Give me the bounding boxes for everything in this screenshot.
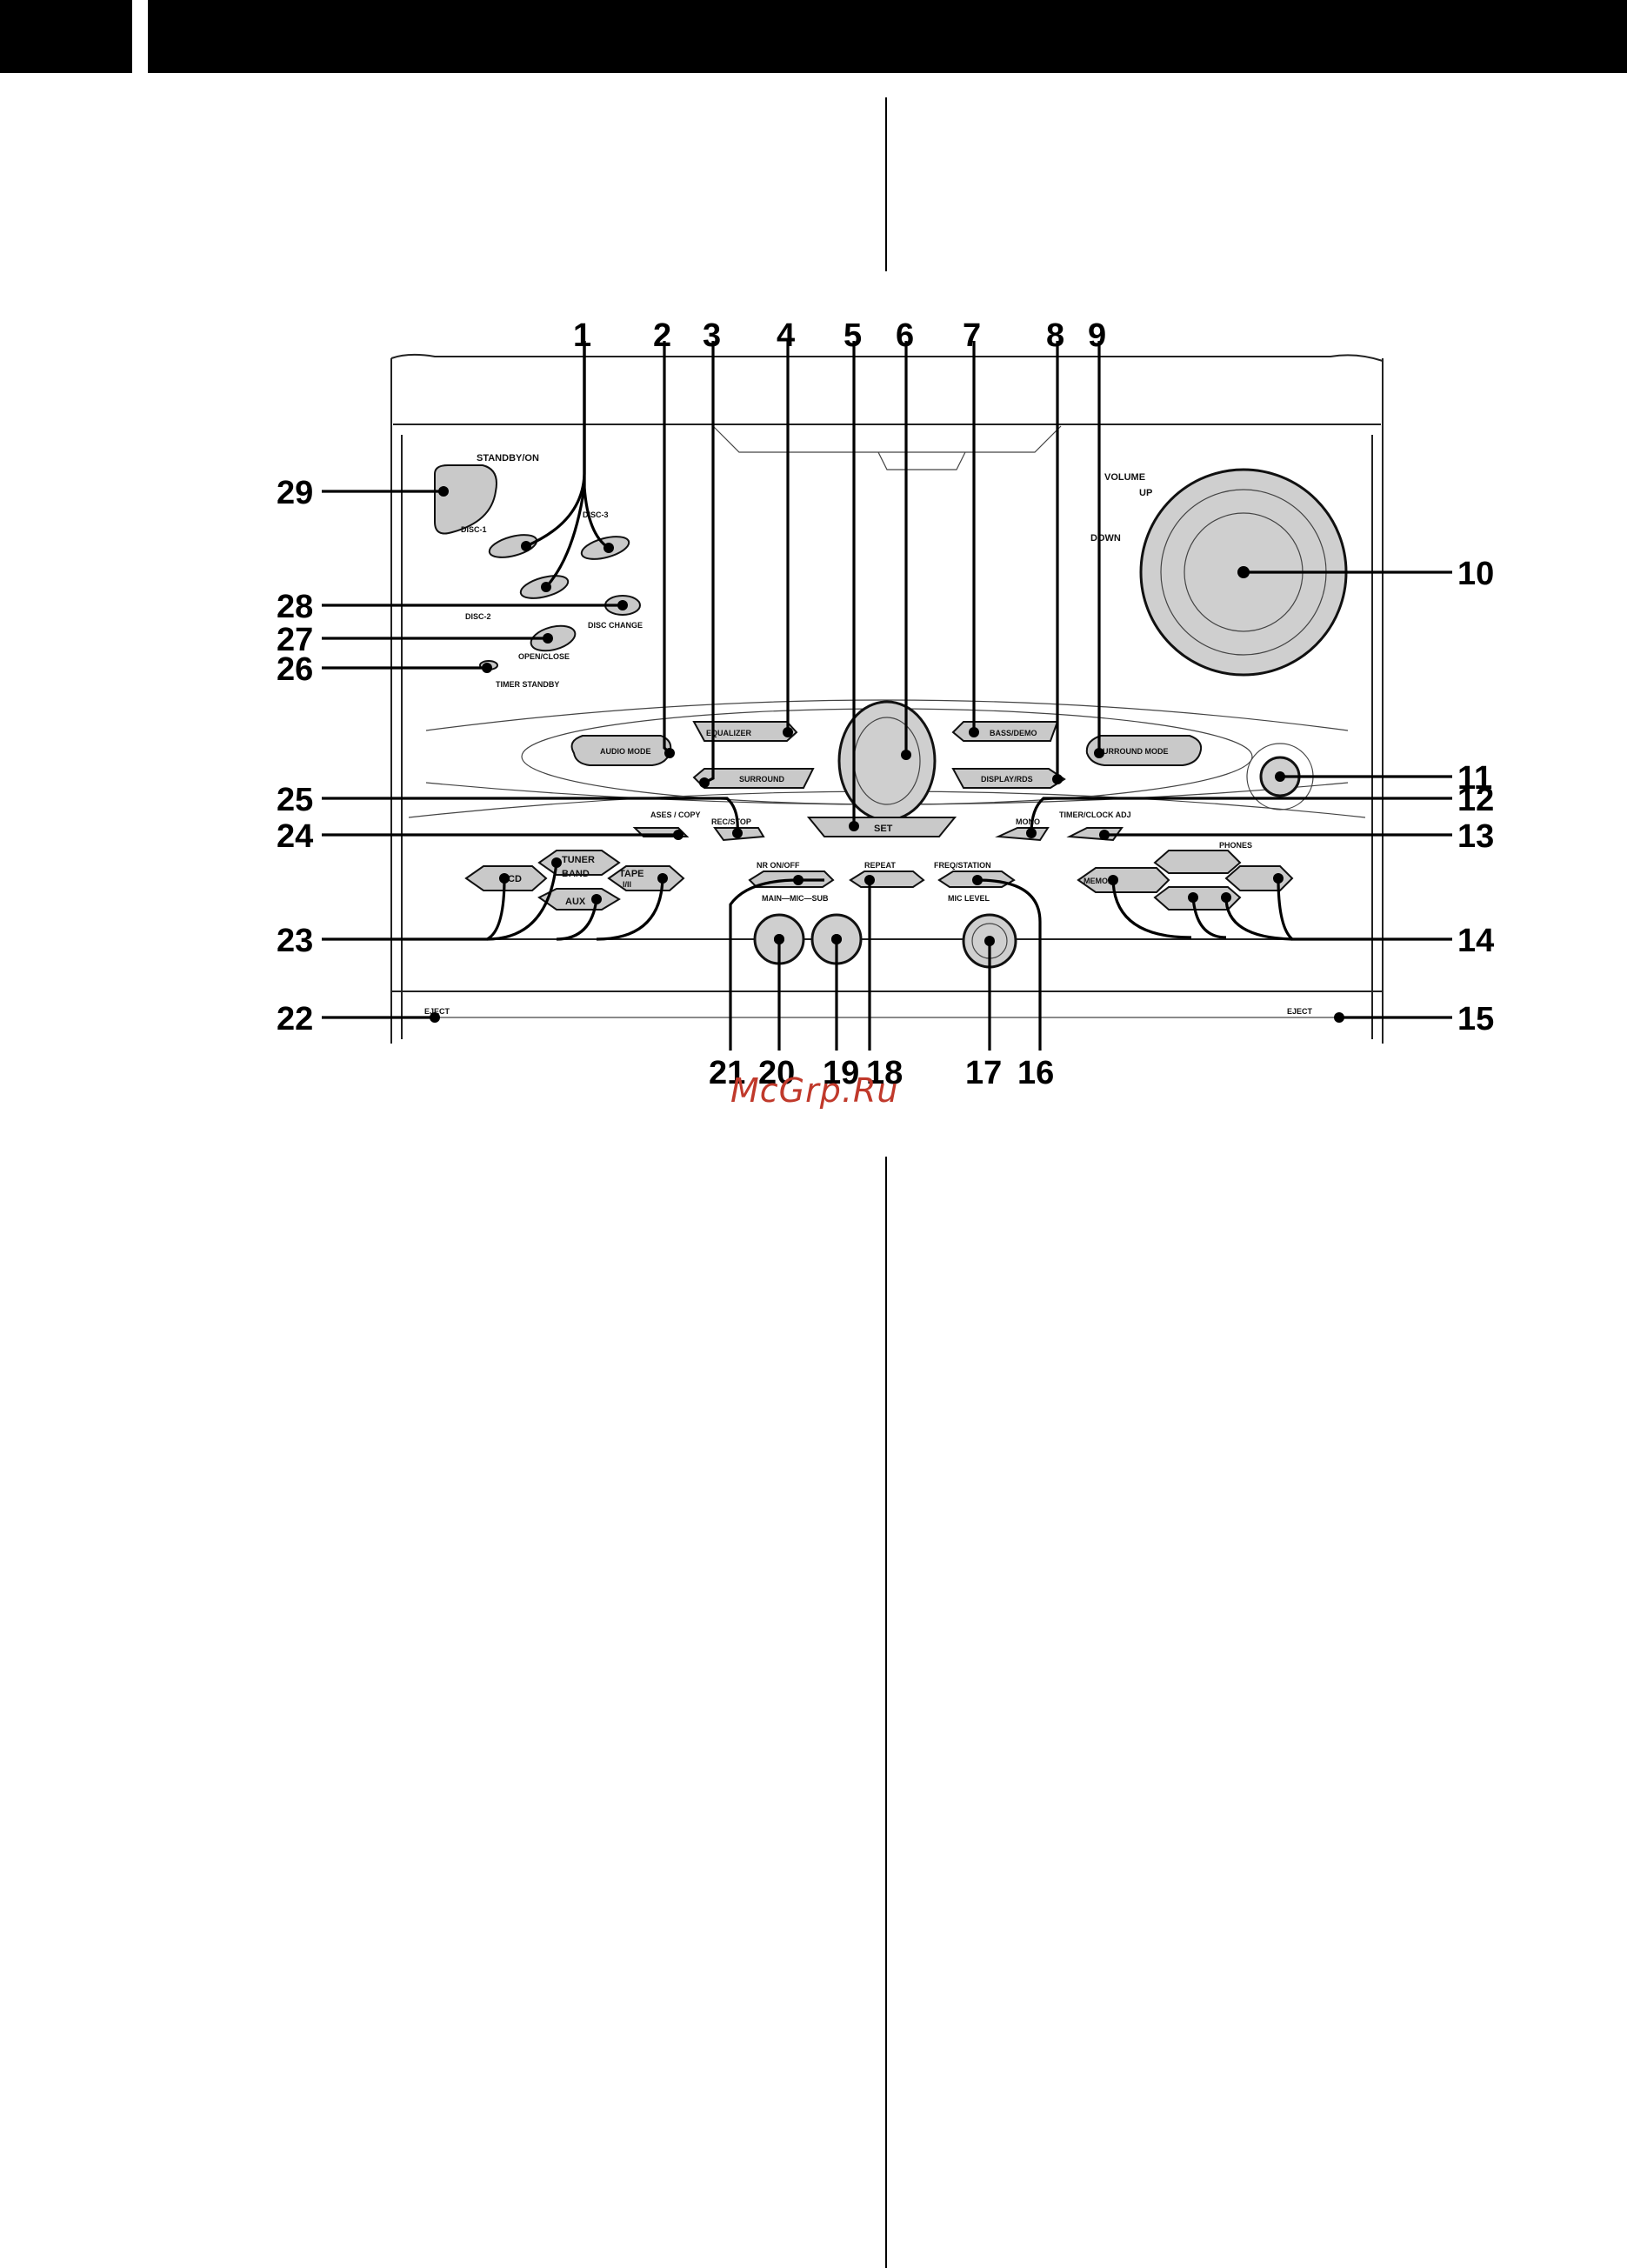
- callout-3: 3: [703, 317, 721, 354]
- skip-forward-button[interactable]: [1153, 850, 1242, 874]
- unit-body: [390, 353, 1384, 1044]
- callout-12: 12: [1457, 782, 1494, 818]
- watermark: McGrp.Ru: [730, 1071, 899, 1110]
- open-close-label: OPEN/CLOSE: [518, 652, 570, 661]
- callout-7: 7: [963, 317, 981, 354]
- center-controls: AUDIO MODE EQUALIZER SURROUND BASS/DEMO …: [521, 700, 1314, 850]
- tape-label: TAPE: [619, 869, 644, 879]
- repeat-button[interactable]: [849, 871, 925, 888]
- callout-6: 6: [896, 317, 914, 354]
- timer-standby-label: TIMER STANDBY: [496, 680, 559, 689]
- callout-28: 28: [277, 589, 313, 625]
- nr-label: NR ON/OFF: [757, 861, 800, 870]
- callout-8: 8: [1046, 317, 1064, 354]
- repeat-label: REPEAT: [864, 861, 896, 870]
- eject-row: EJECT EJECT: [424, 1007, 1344, 1023]
- tape-button[interactable]: [607, 865, 685, 891]
- callout-16: 16: [1017, 1055, 1054, 1091]
- callout-20: 20: [758, 1055, 795, 1091]
- callout-10: 10: [1457, 556, 1494, 592]
- play-pause-button[interactable]: [1224, 865, 1294, 891]
- tuner-label: TUNER: [562, 855, 595, 865]
- equalizer-label: EQUALIZER: [706, 729, 752, 737]
- callout-14: 14: [1457, 923, 1494, 959]
- disc3-label: DISC-3: [583, 510, 609, 519]
- volume-label: VOLUME: [1104, 472, 1145, 483]
- mic-level-label: MIC LEVEL: [948, 894, 990, 903]
- callout-18: 18: [866, 1055, 903, 1091]
- callout-1: 1: [573, 317, 591, 354]
- callout-13: 13: [1457, 818, 1494, 855]
- tape-sub-label: I/II: [623, 880, 631, 889]
- callout-2: 2: [653, 317, 671, 354]
- callout-17: 17: [965, 1055, 1002, 1091]
- callout-19: 19: [823, 1055, 859, 1091]
- band-label: BAND: [562, 869, 590, 879]
- callout-11: 11: [1457, 760, 1492, 797]
- column-divider-top: [885, 97, 887, 271]
- disc2-label: DISC-2: [465, 612, 491, 621]
- callout-21: 21: [709, 1055, 745, 1091]
- eject-left-label: EJECT: [424, 1007, 450, 1016]
- main-mic-sub-label: MAIN—MIC—SUB: [762, 894, 829, 903]
- equalizer-button[interactable]: [692, 721, 798, 742]
- surround-mode-label: SURROUND MODE: [1097, 747, 1169, 756]
- callout-numbers: 1 2 3 4 5 6 7 8 9 10 11 12 13 14 15 21 2…: [277, 317, 1494, 1091]
- eject-right-label: EJECT: [1287, 1007, 1313, 1016]
- callout-29: 29: [277, 475, 313, 511]
- callout-23: 23: [277, 923, 313, 959]
- source-cluster: CD TUNER BAND AUX TAPE I/II: [464, 850, 685, 911]
- audio-mode-label: AUDIO MODE: [600, 747, 651, 756]
- surround-label: SURROUND: [739, 775, 785, 784]
- bass-demo-button[interactable]: [951, 721, 1059, 742]
- aux-button[interactable]: [537, 888, 621, 911]
- tuner-band-button[interactable]: [537, 850, 621, 876]
- set-label: SET: [874, 824, 893, 834]
- surround-mode-button[interactable]: [1085, 735, 1203, 766]
- callout-27: 27: [277, 622, 313, 658]
- callout-22: 22: [277, 1001, 313, 1037]
- leader-lines: [322, 341, 1452, 1051]
- mono-button[interactable]: [995, 827, 1050, 842]
- mono-label: MONO: [1016, 817, 1040, 826]
- header-tab: [0, 0, 132, 73]
- column-divider-bottom: [885, 1157, 887, 2268]
- callout-4: 4: [777, 317, 795, 354]
- volume-up-label: UP: [1139, 488, 1152, 498]
- standby-on-button[interactable]: [434, 464, 497, 535]
- callout-5: 5: [844, 317, 862, 354]
- header-bar: [148, 0, 1627, 73]
- display-rds-label: DISPLAY/RDS: [981, 775, 1033, 784]
- freq-station-label: FREQ/STATION: [934, 861, 991, 870]
- callout-25: 25: [277, 782, 313, 818]
- callout-26: 26: [277, 651, 313, 688]
- rec-stop-label: REC/STOP: [711, 817, 751, 826]
- disc1-label: DISC-1: [461, 525, 487, 534]
- transport-cluster: MEMORY: [1077, 850, 1294, 911]
- disc-change-label: DISC CHANGE: [588, 621, 643, 630]
- callout-15: 15: [1457, 1001, 1494, 1037]
- stop-memory-label: MEMORY: [1084, 877, 1118, 885]
- callout-9: 9: [1088, 317, 1106, 354]
- phones-label: PHONES: [1219, 841, 1252, 850]
- erase-copy-label: ASES / COPY: [650, 810, 701, 819]
- stop-memory-button[interactable]: [1077, 867, 1170, 893]
- callout-24: 24: [277, 818, 313, 855]
- standby-on-label: STANDBY/ON: [477, 453, 539, 464]
- cd-label: CD: [508, 874, 522, 884]
- timer-clock-adj-label: TIMER/CLOCK ADJ: [1059, 810, 1131, 819]
- aux-label: AUX: [565, 897, 586, 907]
- bass-demo-label: BASS/DEMO: [990, 729, 1037, 737]
- disc-cluster: STANDBY/ON DISC-1 DISC-3 DISC-2 DISC CHA…: [434, 453, 643, 689]
- set-button[interactable]: [806, 817, 957, 837]
- volume-down-label: DOWN: [1090, 533, 1121, 544]
